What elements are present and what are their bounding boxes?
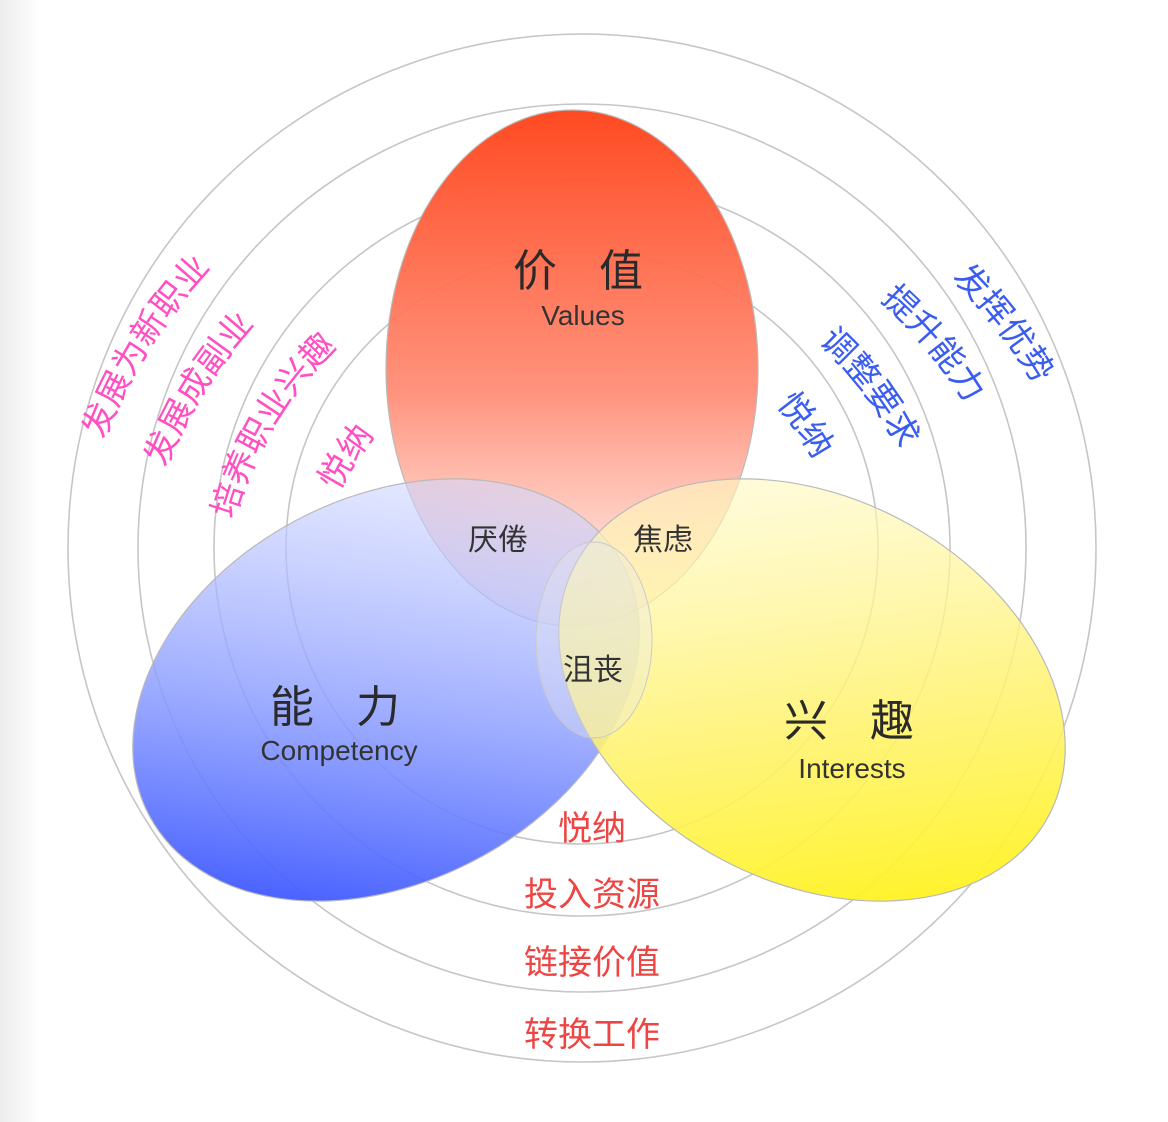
bottom-labels: 悦纳 投入资源 链接价值 转换工作 xyxy=(524,809,660,1055)
ring-outer xyxy=(67,33,1097,1063)
right-label-inner: 悦纳 xyxy=(769,385,841,465)
ring-third xyxy=(137,103,1027,993)
interests-title: 兴 趣 xyxy=(784,696,928,747)
overlap-center: 沮丧 xyxy=(563,653,623,688)
bottom-label-second: 投入资源 xyxy=(524,875,660,915)
competency-subtitle: Competency xyxy=(260,735,417,766)
left-label-inner: 悦纳 xyxy=(311,416,382,496)
left-edge-shadow xyxy=(0,0,40,1122)
interests-ellipse xyxy=(558,478,1066,902)
competency-title: 能 力 xyxy=(270,682,414,733)
bottom-label-inner: 悦纳 xyxy=(558,809,626,849)
interests-subtitle: Interests xyxy=(798,753,905,784)
values-subtitle: Values xyxy=(541,300,625,331)
center-overlap-highlight xyxy=(535,541,653,739)
values-title: 价 值 xyxy=(513,246,657,297)
overlap-values-interests: 焦虑 xyxy=(633,523,693,558)
overlap-values-competency: 厌倦 xyxy=(468,523,528,558)
bottom-label-outer: 转换工作 xyxy=(524,1015,660,1055)
bottom-label-third: 链接价值 xyxy=(524,943,660,983)
right-arc-labels: 悦纳 调整要求 提升能力 发挥优势 xyxy=(769,256,1062,464)
